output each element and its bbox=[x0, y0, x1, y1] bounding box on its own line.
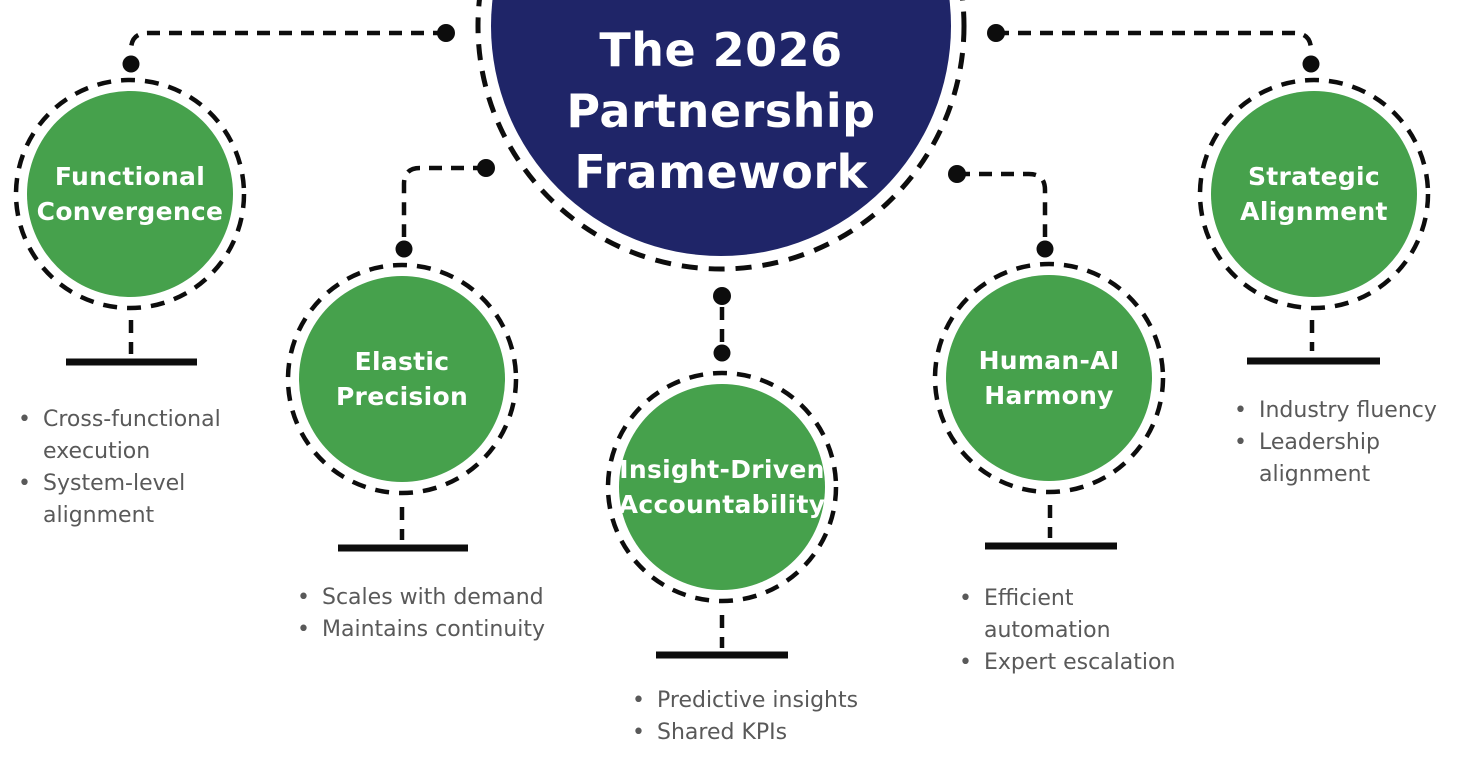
bullet-list-strategic-alignment: Industry fluency Leadership alignment bbox=[1232, 395, 1447, 491]
bullet-item: Industry fluency bbox=[1232, 395, 1447, 427]
connector-dot bbox=[1302, 55, 1320, 73]
node-label-line: Accountability bbox=[618, 490, 826, 519]
connector-functional-convergence bbox=[128, 30, 446, 53]
center-circle bbox=[491, 0, 951, 256]
bullet-item: Efficient automation bbox=[957, 583, 1189, 647]
connector-dot bbox=[713, 287, 731, 305]
node-label-line: Alignment bbox=[1240, 197, 1388, 226]
node-label-line: Insight-Driven bbox=[619, 455, 825, 484]
bullet-item: Predictive insights bbox=[630, 685, 902, 717]
connector-elastic-precision bbox=[401, 165, 486, 237]
connector-dot bbox=[713, 344, 731, 362]
node-circle-insight-driven bbox=[619, 384, 825, 590]
bullet-list-elastic-precision: Scales with demand Maintains continuity bbox=[295, 582, 567, 646]
bullet-item: System-level alignment bbox=[16, 468, 241, 532]
center-title-line: Partnership bbox=[566, 84, 876, 138]
node-label-elastic-precision: Elastic Precision bbox=[272, 344, 532, 414]
connector-dot bbox=[1036, 240, 1054, 258]
node-label-line: Strategic bbox=[1247, 162, 1381, 191]
connector-strategic-alignment bbox=[996, 30, 1314, 53]
bullet-item: Cross-functional execution bbox=[16, 404, 241, 468]
node-label-line: Precision bbox=[335, 382, 469, 411]
connector-dot bbox=[395, 240, 413, 258]
bullet-item: Maintains continuity bbox=[295, 614, 567, 646]
connector-dot bbox=[437, 24, 455, 42]
node-label-functional-convergence: Functional Convergence bbox=[0, 159, 260, 229]
connector-dot bbox=[948, 165, 966, 183]
node-label-strategic-alignment: Strategic Alignment bbox=[1184, 159, 1444, 229]
bullet-list-insight-driven: Predictive insights Shared KPIs bbox=[630, 685, 902, 749]
node-label-line: Human-AI bbox=[978, 346, 1120, 375]
node-circle-functional-convergence bbox=[27, 91, 233, 297]
connector-human-ai bbox=[957, 171, 1048, 237]
node-circle-strategic-alignment bbox=[1211, 91, 1417, 297]
node-label-line: Elastic bbox=[354, 347, 450, 376]
node-label-line: Functional bbox=[54, 162, 206, 191]
bullet-item: Leadership alignment bbox=[1232, 427, 1447, 491]
bullet-list-human-ai: Efficient automation Expert escalation bbox=[957, 583, 1189, 679]
center-title: The 2026 Partnership Framework bbox=[501, 20, 941, 203]
node-circle-elastic-precision bbox=[299, 276, 505, 482]
bullet-item: Scales with demand bbox=[295, 582, 567, 614]
node-label-insight-driven: Insight-Driven Accountability bbox=[592, 452, 852, 522]
node-circle-human-ai bbox=[946, 275, 1152, 481]
center-title-line: The 2026 bbox=[599, 23, 843, 77]
connector-dot bbox=[987, 24, 1005, 42]
connector-dot bbox=[122, 55, 140, 73]
connector-dot bbox=[477, 159, 495, 177]
bullet-item: Expert escalation bbox=[957, 647, 1189, 679]
bullet-list-functional-convergence: Cross-functional execution System-level … bbox=[16, 404, 241, 532]
bullet-item: Shared KPIs bbox=[630, 717, 902, 749]
node-label-human-ai: Human-AI Harmony bbox=[919, 343, 1179, 413]
center-title-line: Framework bbox=[574, 145, 868, 199]
node-label-line: Harmony bbox=[984, 381, 1114, 410]
node-label-line: Convergence bbox=[36, 197, 224, 226]
